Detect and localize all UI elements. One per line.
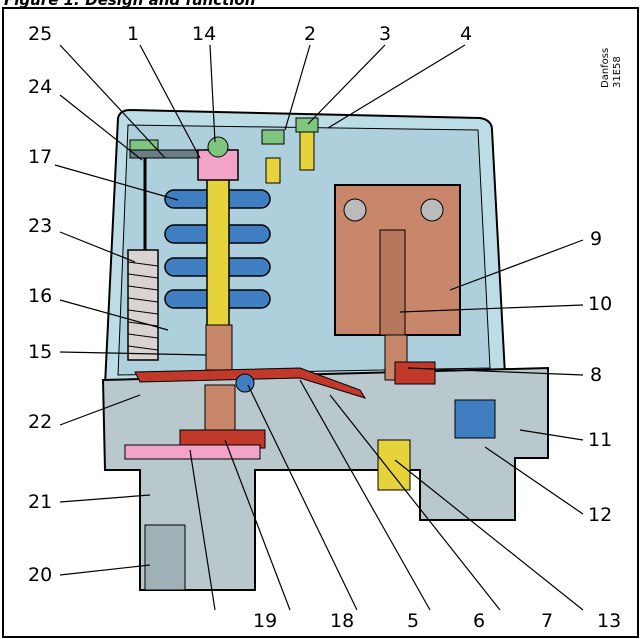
callout-19: 19 xyxy=(253,610,277,632)
setting-screw-3 xyxy=(295,117,319,133)
figure-title: Figure 1: Design and function xyxy=(4,0,256,9)
callout-22: 22 xyxy=(28,411,52,433)
terminal-block xyxy=(454,399,496,439)
callout-8: 8 xyxy=(590,364,602,386)
terminal-screw-1 xyxy=(343,198,367,222)
spindle-sleeve xyxy=(205,324,233,371)
callout-12: 12 xyxy=(588,504,612,526)
callout-14: 14 xyxy=(192,23,216,45)
top-bracket xyxy=(129,149,201,159)
callout-23: 23 xyxy=(28,215,52,237)
credit-brand: Danfoss xyxy=(600,48,611,88)
callout-16: 16 xyxy=(28,285,52,307)
callout-1: 1 xyxy=(127,23,139,45)
screw-2-shaft xyxy=(265,157,281,184)
switch-actuator xyxy=(394,361,436,385)
callout-24: 24 xyxy=(28,76,52,98)
top-screw-left xyxy=(129,139,159,151)
callout-7: 7 xyxy=(541,610,553,632)
setting-screw-2 xyxy=(261,129,285,145)
screw-3-shaft xyxy=(299,131,315,171)
callout-13: 13 xyxy=(597,610,621,632)
differential-spring-coils xyxy=(127,261,159,351)
callout-5: 5 xyxy=(407,610,419,632)
callout-10: 10 xyxy=(588,293,612,315)
leader-lines xyxy=(54,44,584,611)
figure-border xyxy=(2,7,639,638)
spindle-head xyxy=(207,136,229,158)
callout-3: 3 xyxy=(379,23,391,45)
earth-terminal xyxy=(377,439,411,491)
main-lever xyxy=(134,367,367,399)
callout-9: 9 xyxy=(590,228,602,250)
credit-code: 31E58 xyxy=(612,56,623,88)
contact-arm xyxy=(379,229,406,336)
diaphragm xyxy=(124,444,261,460)
differential-spring xyxy=(127,249,159,361)
lever-pivot xyxy=(235,373,255,393)
callout-21: 21 xyxy=(28,491,52,513)
pressure-connection xyxy=(144,524,186,591)
callout-20: 20 xyxy=(28,564,52,586)
callout-18: 18 xyxy=(330,610,354,632)
callout-4: 4 xyxy=(460,23,472,45)
callout-6: 6 xyxy=(473,610,485,632)
credit: Danfoss 31E58 xyxy=(600,48,623,88)
terminal-screw-2 xyxy=(420,198,444,222)
callout-15: 15 xyxy=(28,341,52,363)
callout-17: 17 xyxy=(28,146,52,168)
callout-2: 2 xyxy=(304,23,316,45)
callout-25: 25 xyxy=(28,23,52,45)
bellows-piston xyxy=(204,384,236,436)
callout-11: 11 xyxy=(588,429,612,451)
